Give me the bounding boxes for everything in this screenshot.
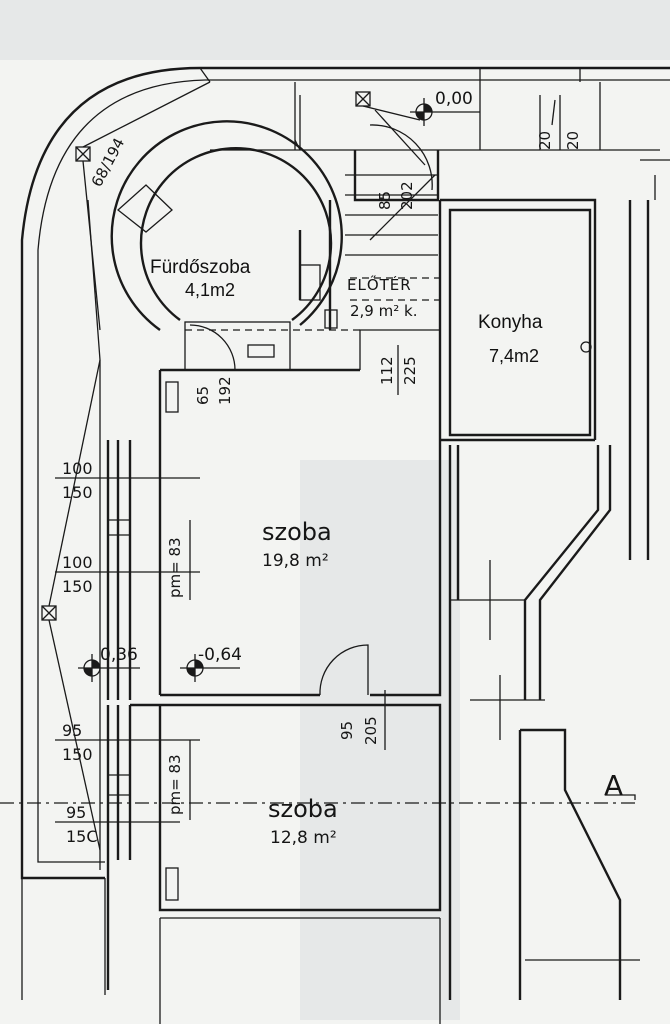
- bathroom-area: 4,1m2: [185, 280, 235, 300]
- window2-height: 150: [62, 577, 93, 596]
- kitchen-name: Konyha: [478, 312, 543, 333]
- room1-area: 19,8 m²: [262, 551, 329, 571]
- scan-shading-top: [0, 0, 670, 60]
- sill1: pm= 83: [166, 537, 184, 598]
- section-marker: A: [604, 769, 623, 802]
- room2-area: 12,8 m²: [270, 828, 337, 848]
- scan-shading: [300, 460, 460, 1020]
- section-axis: [0, 794, 640, 804]
- room-door-width: 95: [338, 721, 356, 740]
- window2-width: 100: [62, 553, 93, 572]
- stair-dim-a: 20: [536, 131, 554, 150]
- level-room-mid: -0,64: [198, 645, 242, 665]
- hall-walls: [298, 109, 445, 370]
- room-door-height: 205: [362, 716, 380, 745]
- window4-width: 95: [66, 803, 86, 822]
- window1-height: 150: [62, 483, 93, 502]
- room2-walls: [106, 703, 442, 1024]
- window1-width: 100: [62, 459, 93, 478]
- kitchen-area: 7,4m2: [489, 346, 539, 366]
- hall-name: ELŐTÉR: [347, 274, 412, 294]
- level-marker-entrance: [410, 98, 480, 126]
- sill2: pm= 83: [166, 754, 184, 815]
- kitchen-door-width: 112: [378, 356, 396, 385]
- stair-dim-b: 20: [564, 131, 582, 150]
- level-room-left: 0,36: [100, 645, 138, 665]
- right-structures: [448, 159, 670, 1000]
- room1-walls: [106, 368, 442, 700]
- room2-name: szoba: [268, 795, 338, 823]
- window-symbols: [41, 81, 421, 851]
- window4-height: 15C: [66, 827, 98, 846]
- hall-door-width: 85: [376, 191, 394, 210]
- room1-name: szoba: [262, 518, 332, 546]
- level-marker-room-mid: [180, 654, 240, 682]
- terrace-outline: [87, 82, 660, 870]
- bath-inner-door-height: 192: [216, 376, 234, 405]
- kitchen-walls: [438, 198, 597, 442]
- window3-height: 150: [62, 745, 93, 764]
- window3-width: 95: [62, 721, 82, 740]
- level-marker-room-left: [78, 654, 140, 682]
- level-entrance: 0,00: [435, 89, 473, 109]
- kitchen-door-height: 225: [401, 356, 419, 385]
- hall-door-height: 202: [398, 181, 416, 210]
- dimension-lines: [55, 95, 561, 823]
- hall-area: 2,9 m² k.: [350, 302, 417, 320]
- bath-inner-door-width: 65: [194, 386, 212, 405]
- outer-facade: [20, 66, 670, 1000]
- bathroom-name: Fürdőszoba: [150, 257, 251, 278]
